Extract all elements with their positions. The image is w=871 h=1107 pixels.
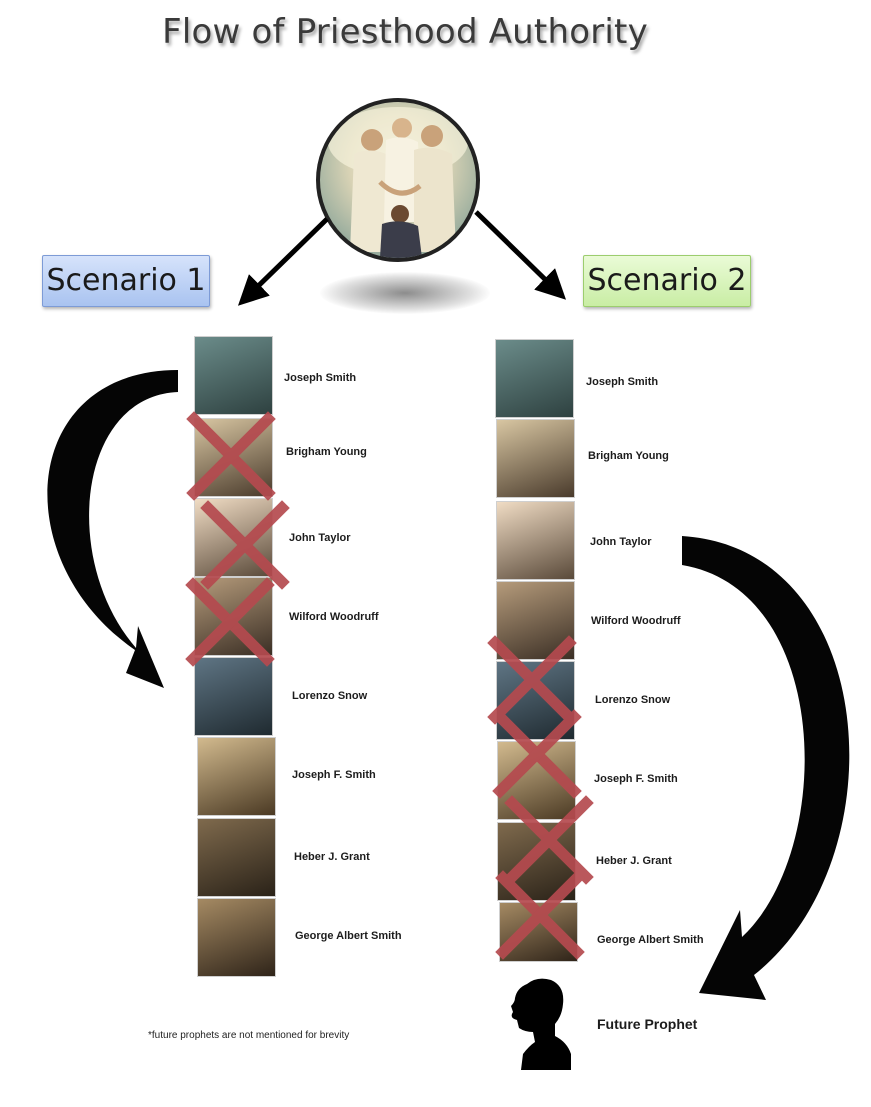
cross-wilford-woodruff-icon bbox=[185, 577, 275, 667]
portrait-brigham-young-2 bbox=[497, 420, 577, 497]
portrait-heber-j-grant bbox=[198, 819, 278, 896]
scenario-2-name-8: George Albert Smith bbox=[597, 934, 704, 946]
scenario-1-name-6: Joseph F. Smith bbox=[292, 769, 376, 781]
scenario-1-name-7: Heber J. Grant bbox=[294, 851, 370, 863]
cross-brigham-young-icon bbox=[186, 411, 276, 501]
scenario-2-name-4: Wilford Woodruff bbox=[591, 615, 681, 627]
portrait-john-taylor-2 bbox=[497, 502, 577, 579]
cross-george-albert-smith-icon bbox=[495, 870, 585, 960]
cross-joseph-f-smith-icon bbox=[492, 709, 582, 799]
scenario-1-name-5: Lorenzo Snow bbox=[292, 690, 368, 702]
portrait-george-albert-smith bbox=[198, 899, 278, 976]
scenario-1-name-4: Wilford Woodruff bbox=[289, 611, 379, 623]
portrait-joseph-f-smith bbox=[198, 738, 278, 815]
scenario-1-curved-arrow bbox=[47, 370, 178, 688]
scenario-2-name-6: Joseph F. Smith bbox=[594, 773, 678, 785]
portrait-joseph-smith bbox=[195, 337, 275, 414]
scenario-2-name-2: Brigham Young bbox=[588, 450, 669, 462]
future-prophet-silhouette-icon bbox=[511, 978, 571, 1070]
page-title: Flow of Priesthood Authority bbox=[162, 12, 648, 52]
scenario-2-name-5: Lorenzo Snow bbox=[595, 694, 671, 706]
footnote: *future prophets are not mentioned for b… bbox=[148, 1030, 350, 1041]
scenario-1-label: Scenario 1 bbox=[42, 255, 210, 307]
scenario-1-name-2: Brigham Young bbox=[286, 446, 367, 458]
scenario-1-name-3: John Taylor bbox=[289, 532, 351, 544]
scenario-2-label: Scenario 2 bbox=[583, 255, 751, 307]
scenario-2-name-7: Heber J. Grant bbox=[596, 855, 672, 867]
cross-lorenzo-snow-icon bbox=[487, 635, 577, 725]
scenario-1-name-8: George Albert Smith bbox=[295, 930, 402, 942]
scenario-1-name-1: Joseph Smith bbox=[284, 372, 357, 384]
scenario-2-name-3: John Taylor bbox=[590, 536, 652, 548]
cross-john-taylor-icon bbox=[200, 500, 290, 590]
cross-heber-j-grant-icon bbox=[504, 795, 594, 885]
scenario-2-name-1: Joseph Smith bbox=[586, 376, 659, 388]
restoration-painting bbox=[316, 98, 480, 262]
circle-shadow bbox=[320, 272, 490, 314]
portrait-lorenzo-snow bbox=[195, 658, 275, 735]
future-prophet-label: Future Prophet bbox=[597, 1016, 698, 1032]
scenario-2-curved-arrow bbox=[682, 536, 850, 1000]
portrait-joseph-smith-2 bbox=[496, 340, 576, 417]
